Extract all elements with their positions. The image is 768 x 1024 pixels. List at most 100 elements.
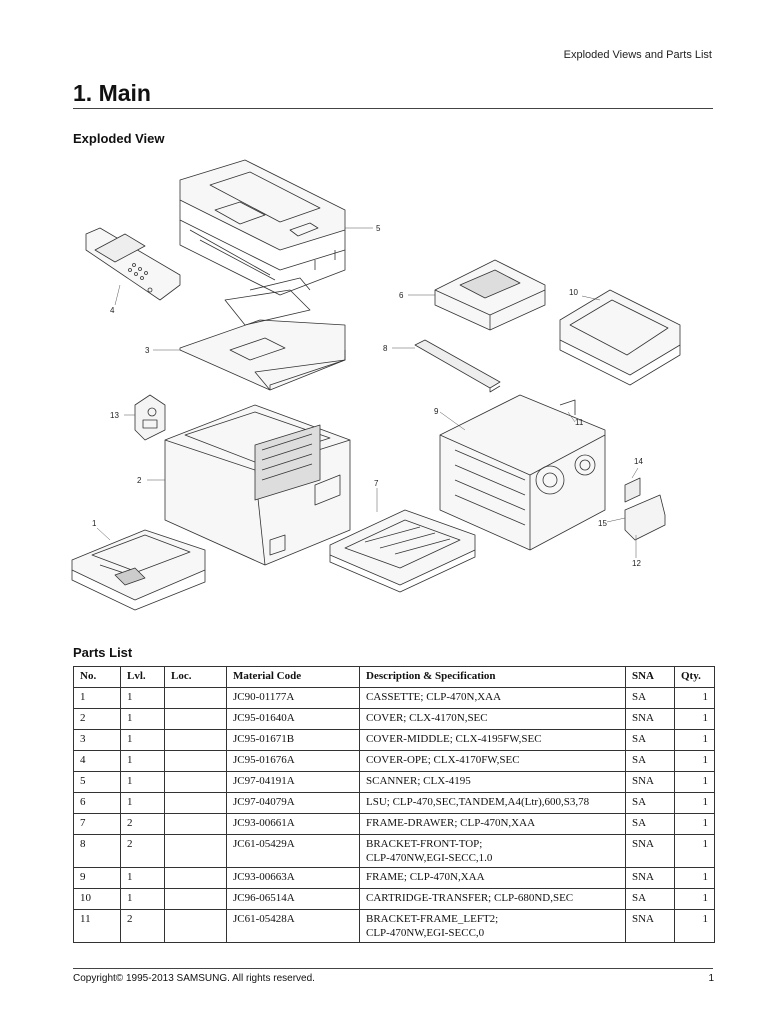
cell-description: SCANNER; CLX-4195 xyxy=(359,771,626,793)
footer-copyright: Copyright© 1995-2013 SAMSUNG. All rights… xyxy=(73,973,315,984)
cell-lvl: 1 xyxy=(120,708,165,730)
cell-description: FRAME-DRAWER; CLP-470N,XAA xyxy=(359,813,626,835)
cell-description: FRAME; CLP-470N,XAA xyxy=(359,867,626,889)
cell-lvl: 2 xyxy=(120,834,165,868)
cell-sna: SA xyxy=(625,792,675,814)
cell-loc xyxy=(164,750,227,772)
cell-no: 7 xyxy=(73,813,121,835)
cell-no: 9 xyxy=(73,867,121,889)
description-line-1: CASSETTE; CLP-470N,XAA xyxy=(366,691,502,703)
cell-loc xyxy=(164,771,227,793)
cell-qty: 1 xyxy=(674,687,715,709)
cell-no: 11 xyxy=(73,909,121,943)
description-line-1: CARTRIDGE-TRANSFER; CLP-680ND,SEC xyxy=(366,892,574,904)
footer-divider xyxy=(73,968,713,969)
part-main-cover xyxy=(164,404,351,566)
cell-qty: 1 xyxy=(674,750,715,772)
cell-sna: SNA xyxy=(625,867,675,889)
part-bracket-13 xyxy=(134,394,166,441)
callout-5: 5 xyxy=(376,224,381,233)
callout-14: 14 xyxy=(634,457,643,466)
description-line-1: COVER-MIDDLE; CLX-4195FW,SEC xyxy=(366,733,542,745)
cell-no: 3 xyxy=(73,729,121,751)
cell-code: JC95-01676A xyxy=(226,750,360,772)
cell-qty: 1 xyxy=(674,729,715,751)
callout-15: 15 xyxy=(598,519,607,528)
cell-code: JC97-04079A xyxy=(226,792,360,814)
cell-loc xyxy=(164,813,227,835)
cell-code: JC90-01177A xyxy=(226,687,360,709)
cell-loc xyxy=(164,888,227,910)
cell-qty: 1 xyxy=(674,888,715,910)
cell-description: BRACKET-FRONT-TOP;CLP-470NW,EGI-SECC,1.0 xyxy=(359,834,626,868)
cell-loc xyxy=(164,834,227,868)
exploded-view-diagram: 1 2 3 4 5 6 7 8 9 10 11 12 13 14 15 xyxy=(71,159,681,611)
callout-11: 11 xyxy=(575,418,584,427)
cell-no: 2 xyxy=(73,708,121,730)
cell-lvl: 1 xyxy=(120,771,165,793)
cell-loc xyxy=(164,729,227,751)
cell-sna: SNA xyxy=(625,771,675,793)
cell-code: JC95-01640A xyxy=(226,708,360,730)
cell-sna: SNA xyxy=(625,708,675,730)
callout-9: 9 xyxy=(434,407,439,416)
col-header-qty: Qty. xyxy=(674,666,715,688)
part-frame-drawer xyxy=(329,509,476,593)
callout-4: 4 xyxy=(110,306,115,315)
cell-code: JC61-05429A xyxy=(226,834,360,868)
cell-sna: SNA xyxy=(625,834,675,868)
cell-qty: 1 xyxy=(674,909,715,943)
description-line-1: FRAME; CLP-470N,XAA xyxy=(366,871,485,883)
cell-no: 4 xyxy=(73,750,121,772)
cell-sna: SA xyxy=(625,888,675,910)
cell-description: COVER-OPE; CLX-4170FW,SEC xyxy=(359,750,626,772)
cell-code: JC97-04191A xyxy=(226,771,360,793)
page-title: 1. Main xyxy=(73,80,151,106)
part-middle-cover xyxy=(179,277,346,391)
cell-no: 10 xyxy=(73,888,121,910)
cell-code: JC93-00661A xyxy=(226,813,360,835)
cell-lvl: 1 xyxy=(120,729,165,751)
cell-lvl: 2 xyxy=(120,909,165,943)
cell-no: 8 xyxy=(73,834,121,868)
cell-code: JC61-05428A xyxy=(226,909,360,943)
cell-qty: 1 xyxy=(674,834,715,868)
cell-lvl: 1 xyxy=(120,687,165,709)
callout-10: 10 xyxy=(569,288,578,297)
cell-loc xyxy=(164,792,227,814)
callout-3: 3 xyxy=(145,346,150,355)
col-header-desc: Description & Specification xyxy=(359,666,626,688)
cell-lvl: 1 xyxy=(120,750,165,772)
part-small-parts xyxy=(624,477,666,541)
cell-description: BRACKET-FRAME_LEFT2; CLP-470NW,EGI-SECC,0 xyxy=(359,909,626,943)
callout-leaders xyxy=(96,227,639,558)
callout-2: 2 xyxy=(137,476,142,485)
cell-loc xyxy=(164,687,227,709)
description-line-1: SCANNER; CLX-4195 xyxy=(366,775,471,787)
cell-description: CARTRIDGE-TRANSFER; CLP-680ND,SEC xyxy=(359,888,626,910)
col-header-lvl: Lvl. xyxy=(120,666,165,688)
cell-qty: 1 xyxy=(674,813,715,835)
cell-qty: 1 xyxy=(674,792,715,814)
description-line-1: BRACKET-FRAME_LEFT2; xyxy=(366,913,499,925)
cell-sna: SA xyxy=(625,729,675,751)
description-line-2: CLP-470NW,EGI-SECC,0 xyxy=(366,927,485,939)
cell-description: CASSETTE; CLP-470N,XAA xyxy=(359,687,626,709)
cell-lvl: 1 xyxy=(120,792,165,814)
part-bracket-front-top xyxy=(414,339,501,393)
col-header-sna: SNA xyxy=(625,666,675,688)
cell-description: LSU; CLP-470,SEC,TANDEM,A4(Ltr),600,S3,7… xyxy=(359,792,626,814)
callout-8: 8 xyxy=(383,344,388,353)
exploded-view-heading: Exploded View xyxy=(73,131,165,146)
cell-loc xyxy=(164,909,227,943)
part-lsu xyxy=(434,259,546,331)
callout-12: 12 xyxy=(632,559,641,568)
cell-loc xyxy=(164,708,227,730)
cell-lvl: 2 xyxy=(120,813,165,835)
